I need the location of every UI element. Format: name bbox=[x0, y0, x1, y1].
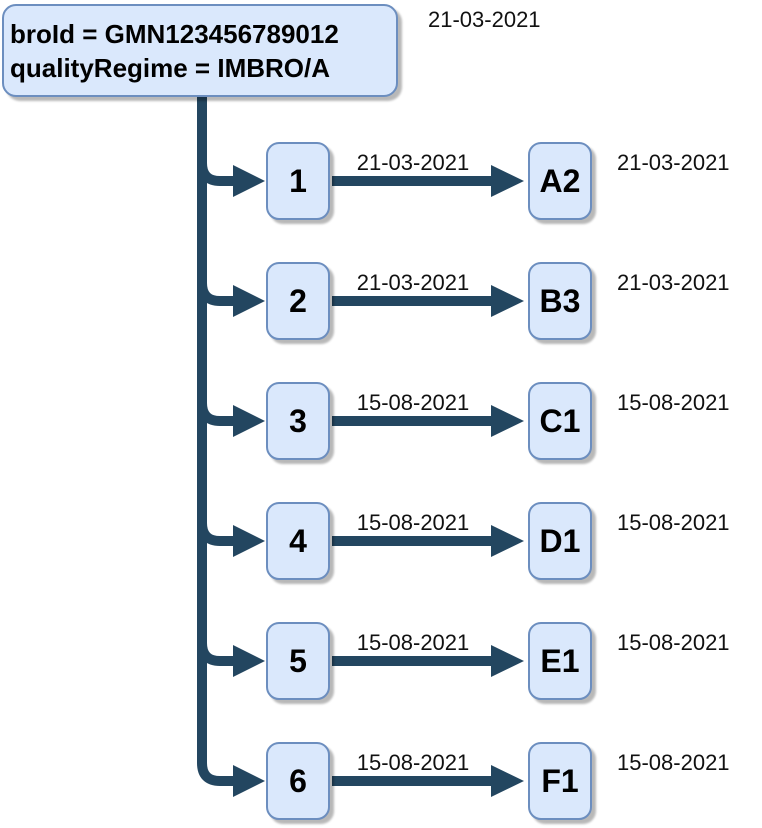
target-date-row-2: 21-03-2021 bbox=[617, 270, 730, 295]
trunk-branch-lines bbox=[197, 96, 492, 786]
root-node-label: broId = GMN123456789012 qualityRegime = … bbox=[4, 17, 339, 85]
branch-line-row-6 bbox=[197, 96, 234, 786]
edge-arrowhead-row-2 bbox=[491, 285, 524, 317]
target-node-B3: B3 bbox=[528, 262, 592, 340]
edge-date-row-1: 21-03-2021 bbox=[356, 150, 470, 175]
branch-arrowhead-row-1 bbox=[233, 165, 265, 197]
target-node-A2: A2 bbox=[528, 142, 592, 220]
target-node-C1-label: C1 bbox=[539, 402, 581, 439]
edge-arrowhead-row-4 bbox=[491, 525, 524, 557]
target-node-E1: E1 bbox=[528, 622, 592, 700]
target-node-E1-label: E1 bbox=[540, 642, 580, 679]
source-node-2: 2 bbox=[266, 262, 330, 340]
source-node-4: 4 bbox=[266, 502, 330, 580]
target-node-D1: D1 bbox=[528, 502, 592, 580]
target-node-C1: C1 bbox=[528, 382, 592, 460]
source-node-5-label: 5 bbox=[289, 642, 307, 679]
source-node-3: 3 bbox=[266, 382, 330, 460]
target-node-A2-label: A2 bbox=[539, 162, 581, 199]
root-node: broId = GMN123456789012 qualityRegime = … bbox=[2, 4, 398, 97]
edge-arrowhead-row-6 bbox=[491, 765, 524, 797]
branch-arrowhead-row-6 bbox=[233, 765, 265, 797]
branch-arrowhead-row-4 bbox=[233, 525, 265, 557]
root-broid-text: broId = GMN123456789012 bbox=[10, 18, 339, 49]
source-node-4-label: 4 bbox=[289, 522, 307, 559]
target-node-B3-label: B3 bbox=[539, 282, 581, 319]
edge-date-row-4: 15-08-2021 bbox=[356, 510, 470, 535]
branch-arrowhead-row-3 bbox=[233, 405, 265, 437]
branch-arrowhead-row-2 bbox=[233, 285, 265, 317]
edge-date-row-3: 15-08-2021 bbox=[356, 390, 470, 415]
edge-arrowhead-row-3 bbox=[491, 405, 524, 437]
arrowheads bbox=[233, 165, 524, 797]
branch-arrowhead-row-5 bbox=[233, 645, 265, 677]
target-date-row-6: 15-08-2021 bbox=[617, 750, 730, 775]
source-node-6-label: 6 bbox=[289, 762, 307, 799]
target-date-row-5: 15-08-2021 bbox=[617, 630, 730, 655]
edge-date-row-2: 21-03-2021 bbox=[356, 270, 470, 295]
target-node-F1-label: F1 bbox=[541, 762, 579, 799]
root-qualityregime-text: qualityRegime = IMBRO/A bbox=[10, 52, 330, 83]
edge-arrowhead-row-5 bbox=[491, 645, 524, 677]
source-node-3-label: 3 bbox=[289, 402, 307, 439]
source-node-1: 1 bbox=[266, 142, 330, 220]
source-node-5: 5 bbox=[266, 622, 330, 700]
target-date-row-1: 21-03-2021 bbox=[617, 150, 730, 175]
target-node-F1: F1 bbox=[528, 742, 592, 820]
target-node-D1-label: D1 bbox=[539, 522, 581, 559]
edge-date-row-6: 15-08-2021 bbox=[356, 750, 470, 775]
edge-date-row-5: 15-08-2021 bbox=[356, 630, 470, 655]
source-node-1-label: 1 bbox=[289, 162, 307, 199]
target-date-row-3: 15-08-2021 bbox=[617, 390, 730, 415]
edge-arrowhead-row-1 bbox=[491, 165, 524, 197]
source-node-2-label: 2 bbox=[289, 282, 307, 319]
target-date-row-4: 15-08-2021 bbox=[617, 510, 730, 535]
root-date-label: 21-03-2021 bbox=[428, 7, 541, 32]
source-node-6: 6 bbox=[266, 742, 330, 820]
